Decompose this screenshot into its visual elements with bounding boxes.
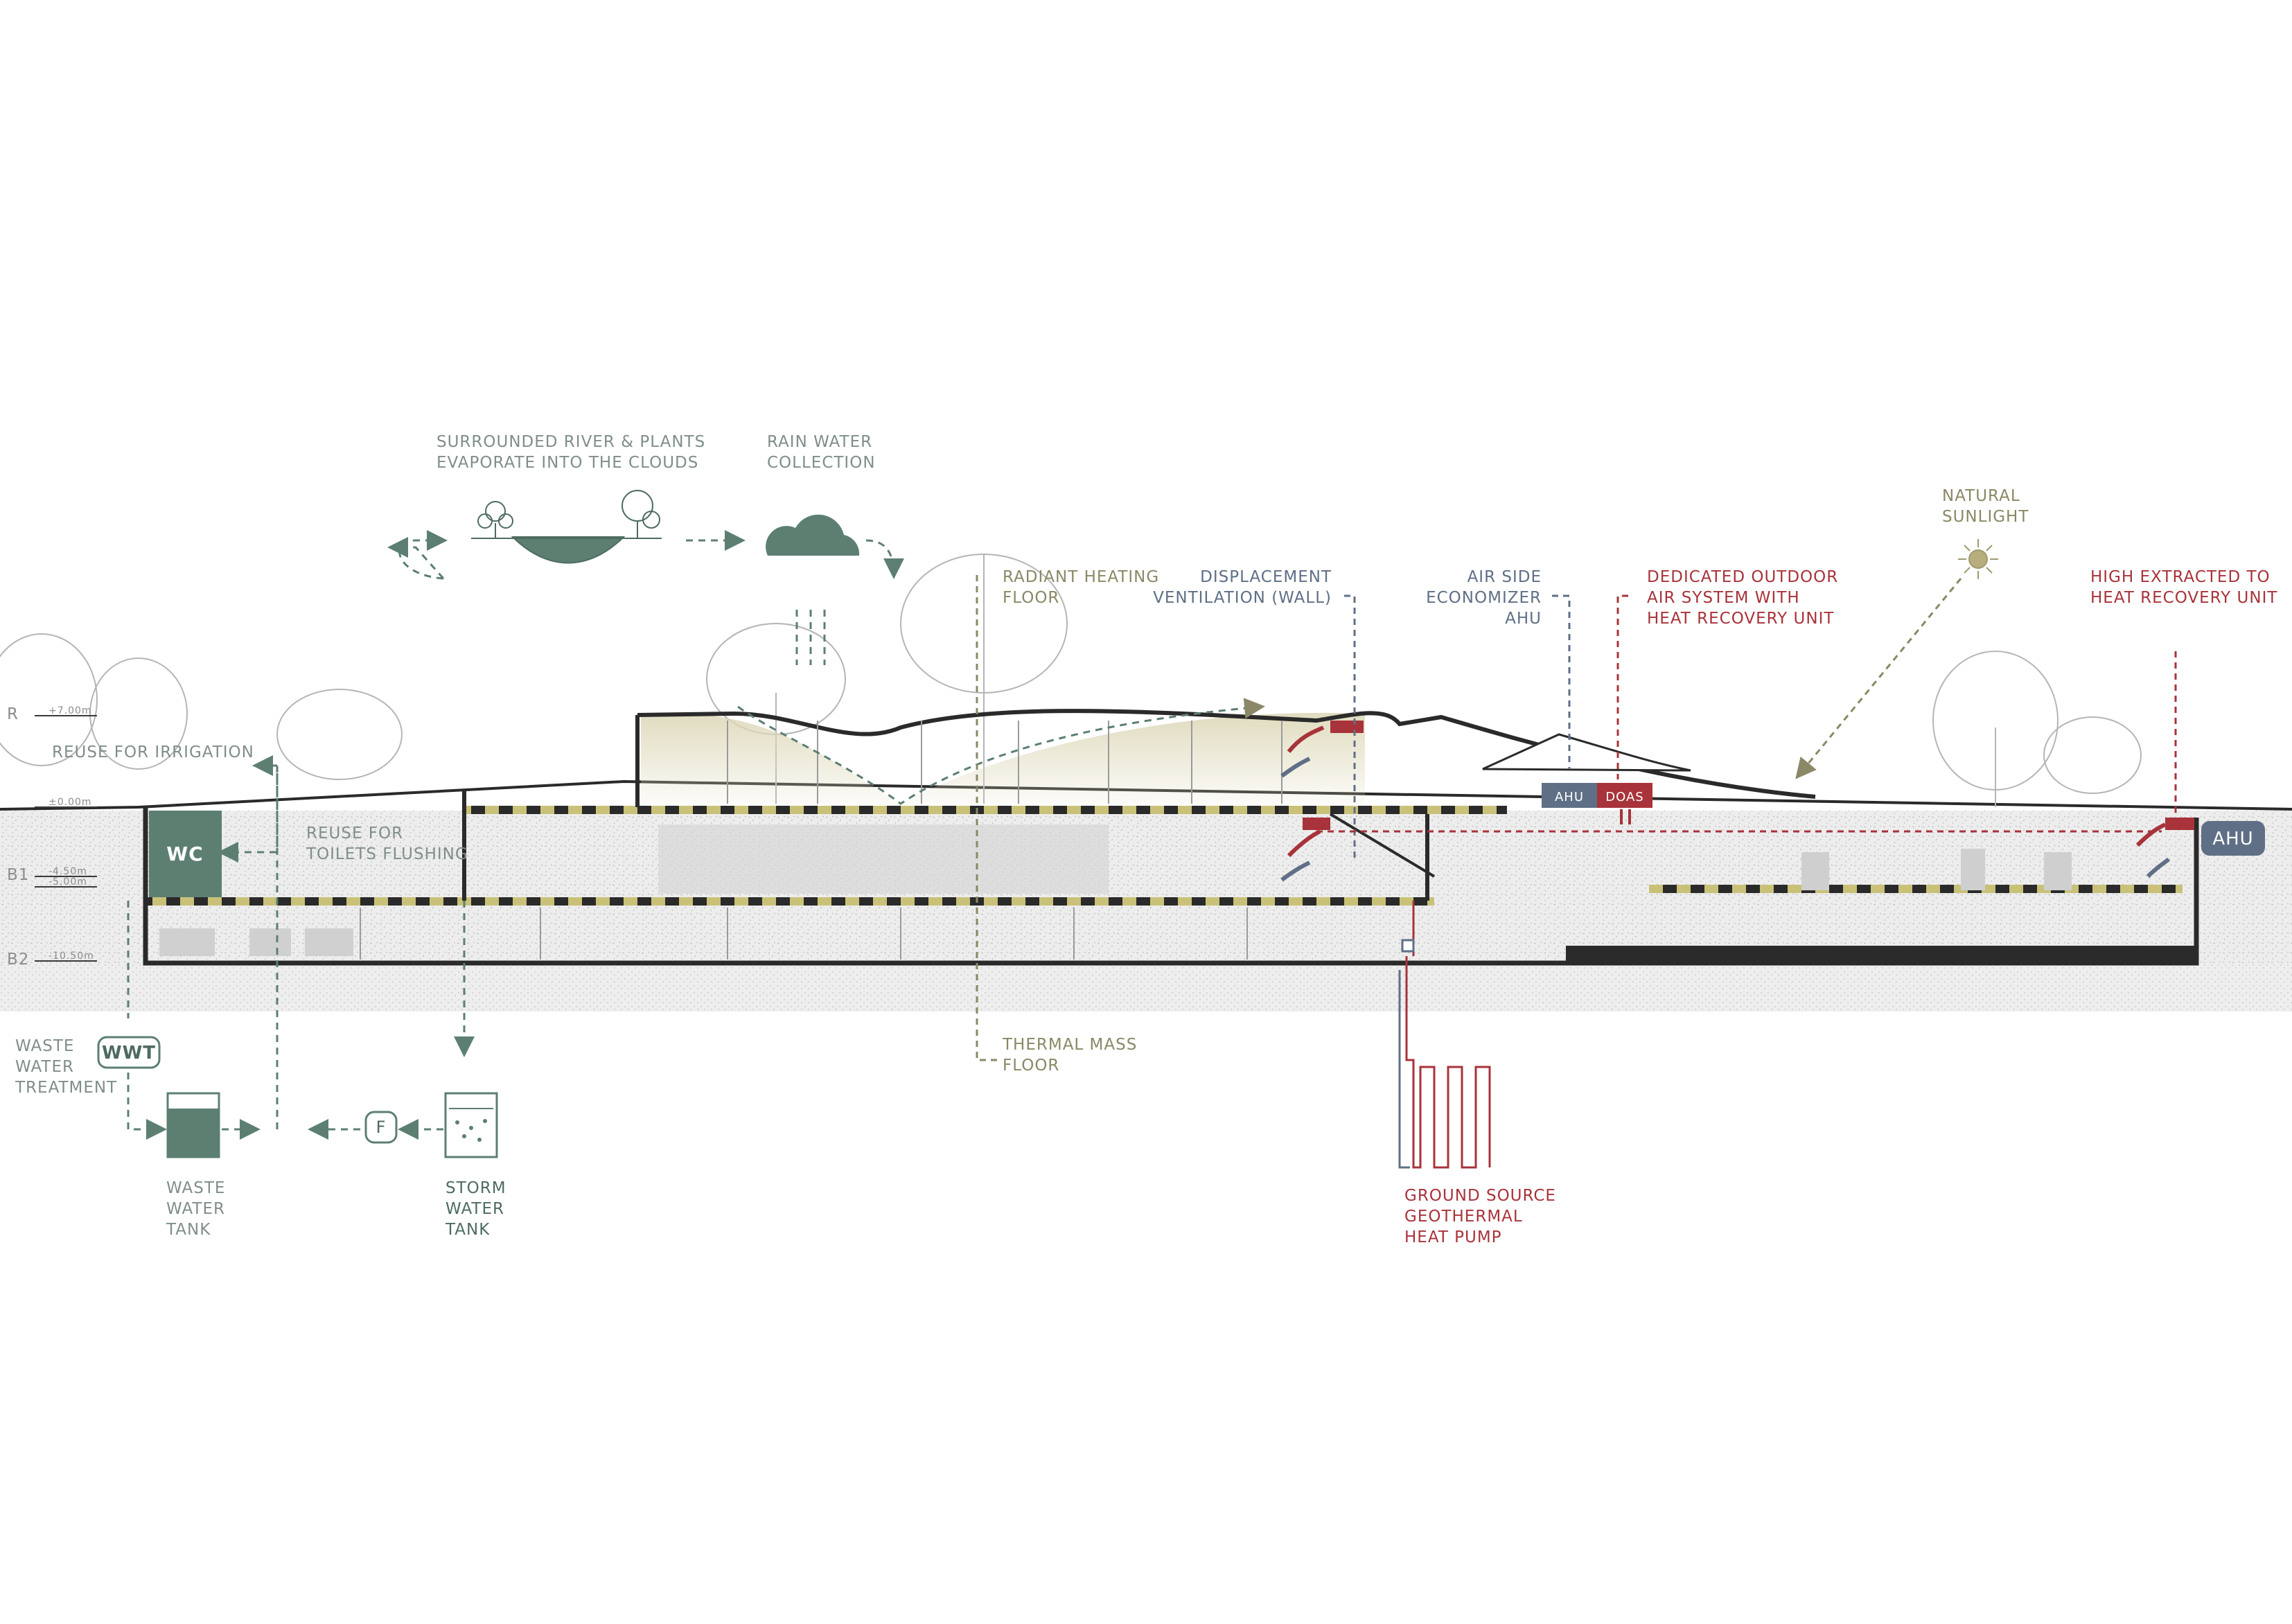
- storm-tank-label-2: WATER: [446, 1200, 504, 1218]
- trees: [0, 554, 2142, 807]
- waste-water-tank-icon: [166, 1092, 220, 1158]
- geothermal-label-3: HEAT PUMP: [1404, 1228, 1502, 1246]
- wwt-label-3: TREATMENT: [15, 1079, 117, 1097]
- economizer-label-1: AIR SIDE: [1467, 568, 1542, 586]
- doas-label-1: DEDICATED OUTDOOR: [1647, 568, 1838, 586]
- river-plants-icon: [471, 490, 662, 564]
- economizer-label-3: AHU: [1505, 610, 1542, 628]
- toilets-label-1: REUSE FOR: [306, 824, 403, 842]
- level-r: R: [7, 705, 19, 723]
- ahu-box-label: AHU: [1555, 790, 1584, 804]
- waste-tank-label-2: WATER: [166, 1200, 225, 1218]
- sunlight-label-1: NATURAL: [1942, 487, 2020, 505]
- level-b2-elev: -10.50m: [49, 951, 94, 962]
- geothermal-label-1: GROUND SOURCE: [1404, 1187, 1556, 1205]
- thermal-mass-label-2: FLOOR: [1003, 1057, 1059, 1075]
- doas-box-label: DOAS: [1605, 790, 1643, 804]
- toilets-label-2: TOILETS FLUSHING: [306, 845, 468, 863]
- wwt-label-1: WASTE: [15, 1037, 74, 1055]
- sunlight-label-2: SUNLIGHT: [1942, 508, 2029, 526]
- displacement-label-1: DISPLACEMENT: [1200, 568, 1332, 586]
- ahu-doas-units: [1542, 783, 1652, 824]
- filter-label: F: [376, 1118, 387, 1137]
- evaporation-label-2: EVAPORATE INTO THE CLOUDS: [437, 454, 698, 472]
- labels: R +7.00m ±0.00m B1 -4.50m -5.00m B2 -10.…: [7, 433, 2277, 1246]
- radiant-label-2: FLOOR: [1003, 589, 1059, 607]
- wc-block: [149, 811, 222, 897]
- ground: [0, 779, 2292, 1012]
- doas-label-3: HEAT RECOVERY UNIT: [1647, 610, 1834, 628]
- ahu-external-box: [2201, 821, 2265, 856]
- storm-water-tank-icon: [444, 1092, 498, 1158]
- rain-label-1: RAIN WATER: [767, 433, 872, 451]
- high-extract-label-1: HIGH EXTRACTED TO: [2090, 568, 2271, 586]
- level-r-elev: +7.00m: [49, 705, 92, 716]
- level-b2: B2: [7, 951, 29, 969]
- economizer-label-2: ECONOMIZER: [1426, 589, 1542, 607]
- sun-icon: [1958, 539, 1998, 579]
- rain-label-2: COLLECTION: [767, 454, 876, 472]
- ahu-external-label: AHU: [2212, 829, 2253, 849]
- waste-tank-label-1: WASTE: [166, 1179, 225, 1197]
- wwt-box-label: WWT: [102, 1043, 156, 1063]
- high-extract-label-2: HEAT RECOVERY UNIT: [2090, 589, 2277, 607]
- level-b1-elev-a: -4.50m: [49, 866, 87, 877]
- water-flow-lines: [127, 530, 1265, 1140]
- radiant-label-1: RADIANT HEATING: [1003, 568, 1159, 586]
- irrigation-label: REUSE FOR IRRIGATION: [52, 743, 254, 761]
- storm-tank-label-3: TANK: [445, 1221, 490, 1239]
- displacement-label-2: VENTILATION (WALL): [1153, 589, 1332, 607]
- level-b1: B1: [7, 866, 29, 884]
- wc-label: WC: [166, 842, 203, 865]
- waste-tank-label-3: TANK: [166, 1221, 211, 1239]
- geothermal-loop: [1398, 901, 1491, 1169]
- level-markers: [35, 715, 97, 962]
- level-b1-elev-b: -5.00m: [49, 876, 87, 888]
- filter-icon: [364, 1111, 398, 1144]
- geothermal-label-2: GEOTHERMAL: [1404, 1208, 1523, 1226]
- rain-cloud-icon: [766, 514, 860, 556]
- thermal-mass-label-1: THERMAL MASS: [1002, 1036, 1137, 1054]
- storm-tank-label-1: STORM: [446, 1179, 506, 1197]
- wwt-box: [97, 1036, 161, 1069]
- wwt-label-2: WATER: [15, 1058, 74, 1076]
- doas-label-2: AIR SYSTEM WITH: [1647, 589, 1800, 607]
- level-gf-elev: ±0.00m: [49, 797, 92, 808]
- lead-lines: [976, 575, 2177, 1061]
- building: [143, 709, 2199, 966]
- evaporation-label-1: SURROUNDED RIVER & PLANTS: [437, 433, 705, 451]
